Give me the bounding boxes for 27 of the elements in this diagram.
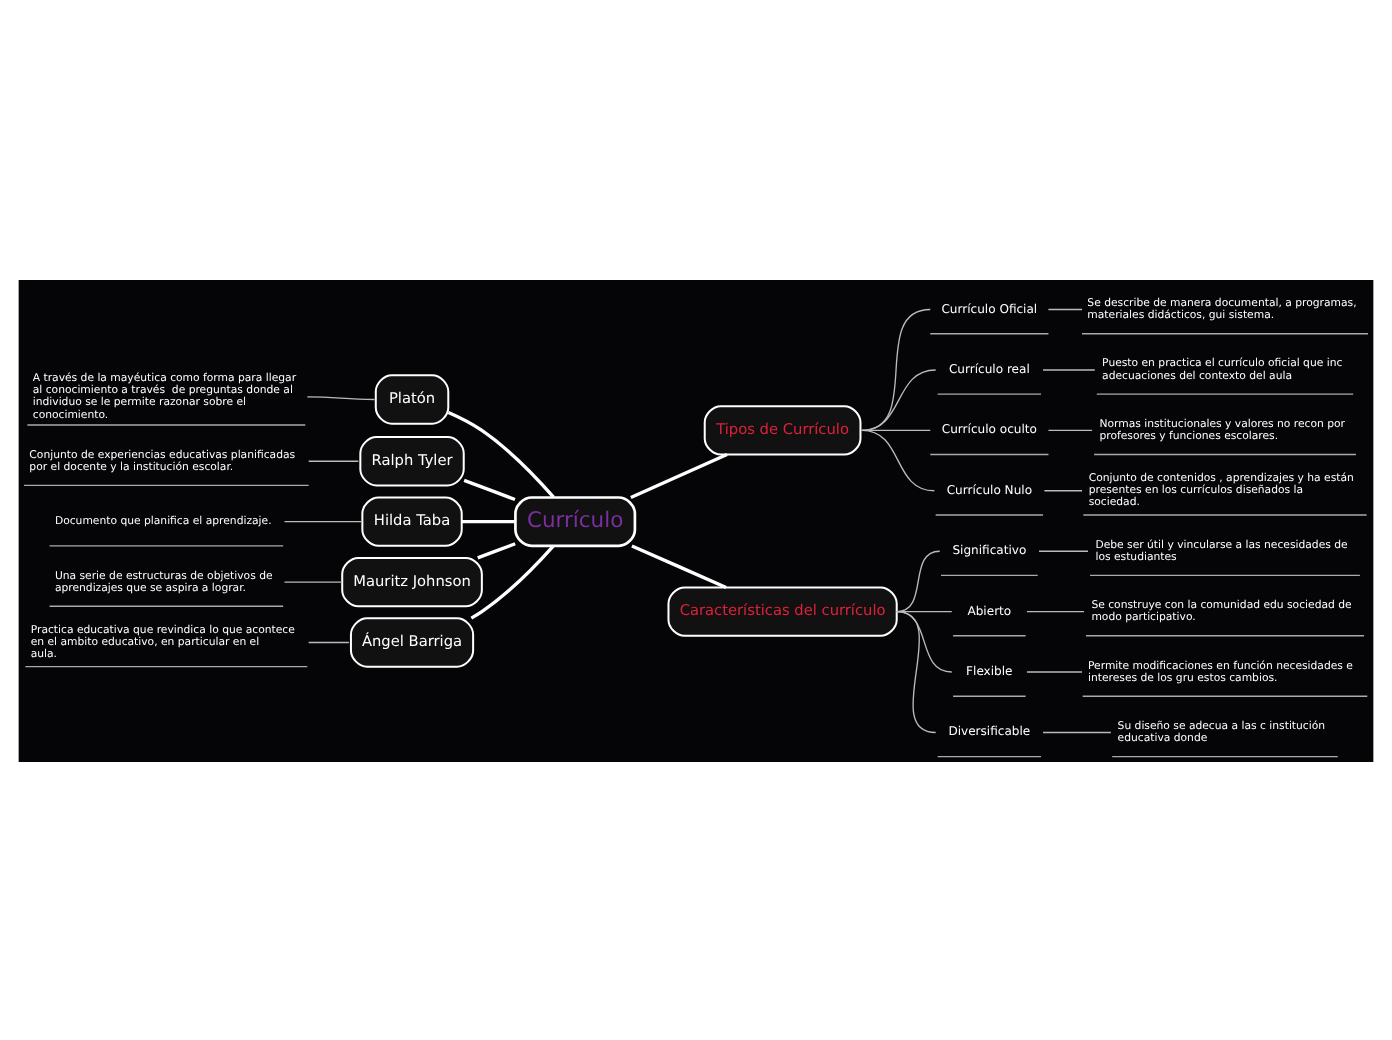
connector bbox=[1038, 549, 1089, 551]
connector bbox=[1047, 428, 1093, 431]
connector bbox=[861, 428, 935, 491]
connector bbox=[896, 609, 953, 672]
connector bbox=[896, 609, 937, 733]
connector bbox=[896, 609, 953, 612]
connector bbox=[1026, 670, 1083, 672]
connector bbox=[283, 580, 343, 582]
connector bbox=[306, 395, 376, 400]
connector bbox=[1043, 489, 1083, 491]
connector bbox=[631, 543, 727, 588]
connector bbox=[1047, 307, 1083, 310]
connector bbox=[307, 459, 359, 461]
node-box: Currículo bbox=[514, 495, 637, 547]
connector bbox=[447, 409, 555, 498]
connector bbox=[463, 477, 516, 501]
connector bbox=[1042, 730, 1112, 733]
connector bbox=[307, 640, 350, 643]
connector bbox=[283, 520, 362, 522]
connector bbox=[470, 543, 555, 619]
connector bbox=[477, 541, 516, 559]
connector bbox=[1042, 368, 1096, 370]
connector bbox=[861, 368, 937, 431]
connector bbox=[1026, 609, 1085, 612]
connector bbox=[461, 519, 516, 523]
connector bbox=[896, 549, 941, 612]
connector bbox=[630, 452, 728, 498]
